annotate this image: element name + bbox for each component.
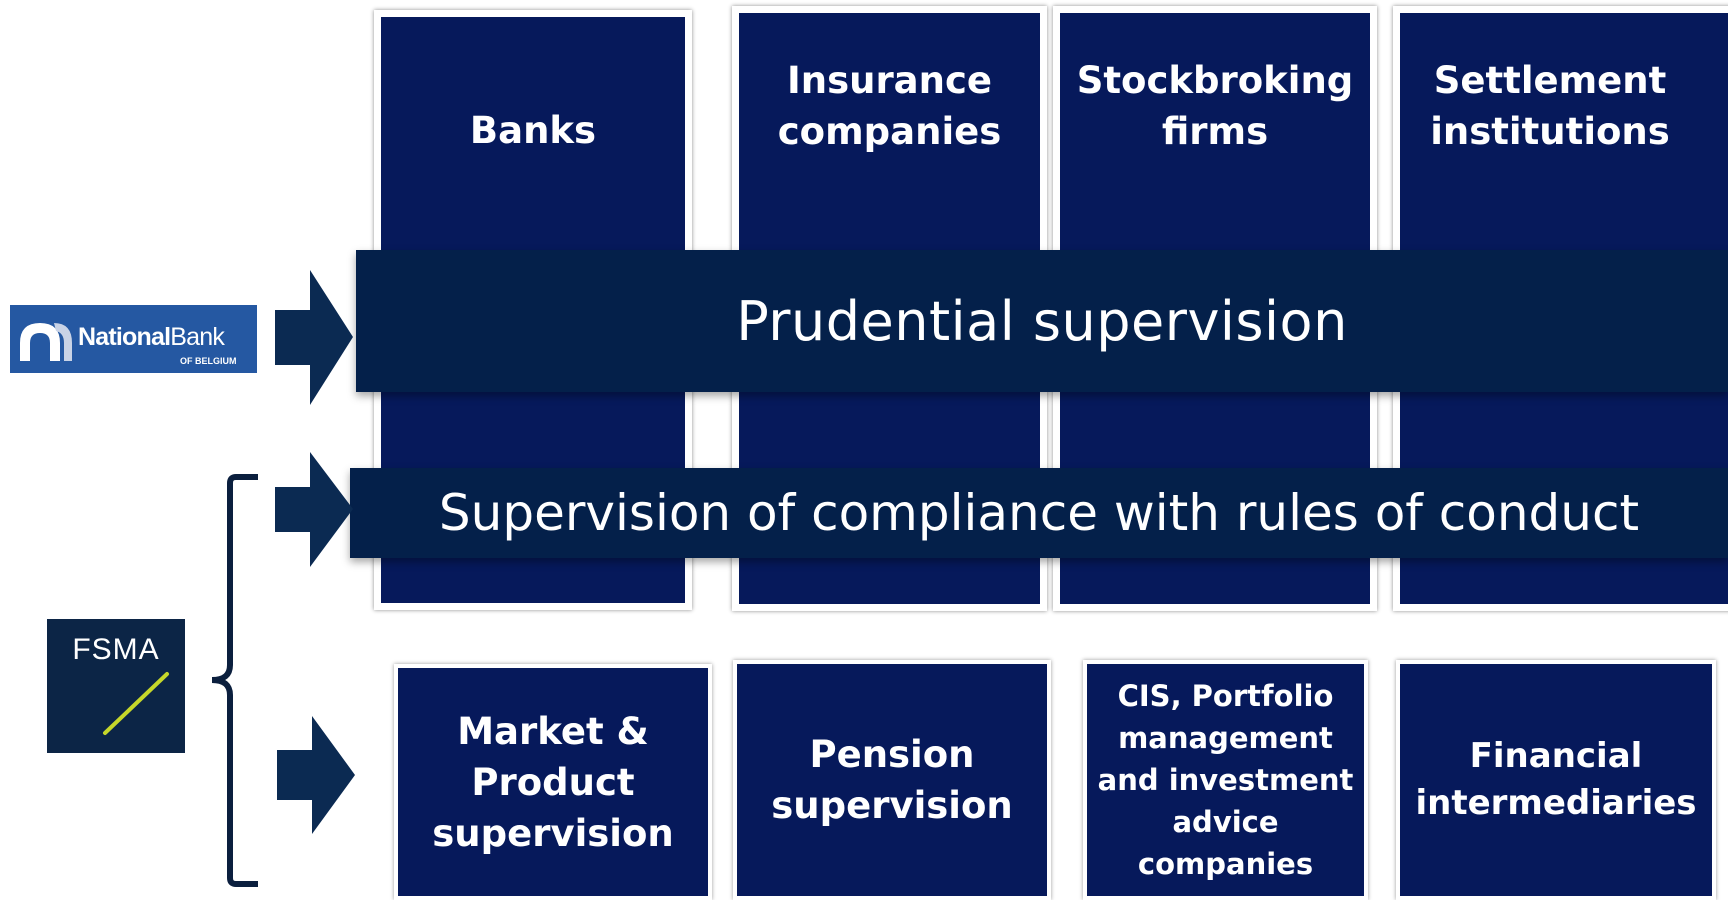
national-bank-logo: NationalBank OF BELGIUM (10, 305, 257, 373)
bottom-box-cis-portfolio: CIS, Portfolio management and investment… (1083, 660, 1368, 900)
column-label-banks: Banks (469, 108, 597, 152)
column-label-insurance: Insurance companies (777, 59, 1002, 153)
bottom-box-financial-intermediaries: Financial intermediaries (1396, 660, 1716, 900)
column-label-settlement: Settlement institutions (1430, 59, 1670, 153)
conduct-supervision-band: Supervision of compliance with rules of … (350, 468, 1728, 558)
column-label-stockbroking: Stockbroking firms (1076, 59, 1354, 153)
national-bank-emblem-icon (20, 323, 72, 361)
arrow-fsma-bottom-icon (277, 716, 355, 834)
bottom-box-market-product: Market & Product supervision (394, 664, 712, 900)
brace-icon (211, 474, 258, 887)
national-bank-sub: OF BELGIUM (180, 356, 237, 366)
prudential-supervision-band: Prudential supervision (356, 250, 1728, 392)
bottom-box-pension: Pension supervision (733, 660, 1051, 900)
fsma-logo-text: FSMA (72, 633, 160, 666)
arrow-prudential-icon (275, 270, 353, 405)
national-bank-second: Bank (170, 323, 225, 351)
prudential-supervision-label: Prudential supervision (736, 289, 1348, 353)
national-bank-name: NationalBank (78, 323, 225, 352)
fsma-slash-icon (103, 672, 169, 735)
conduct-supervision-label: Supervision of compliance with rules of … (438, 484, 1640, 542)
arrow-conduct-icon (275, 452, 353, 567)
fsma-logo: FSMA (47, 619, 185, 753)
national-bank-main: National (78, 323, 171, 351)
